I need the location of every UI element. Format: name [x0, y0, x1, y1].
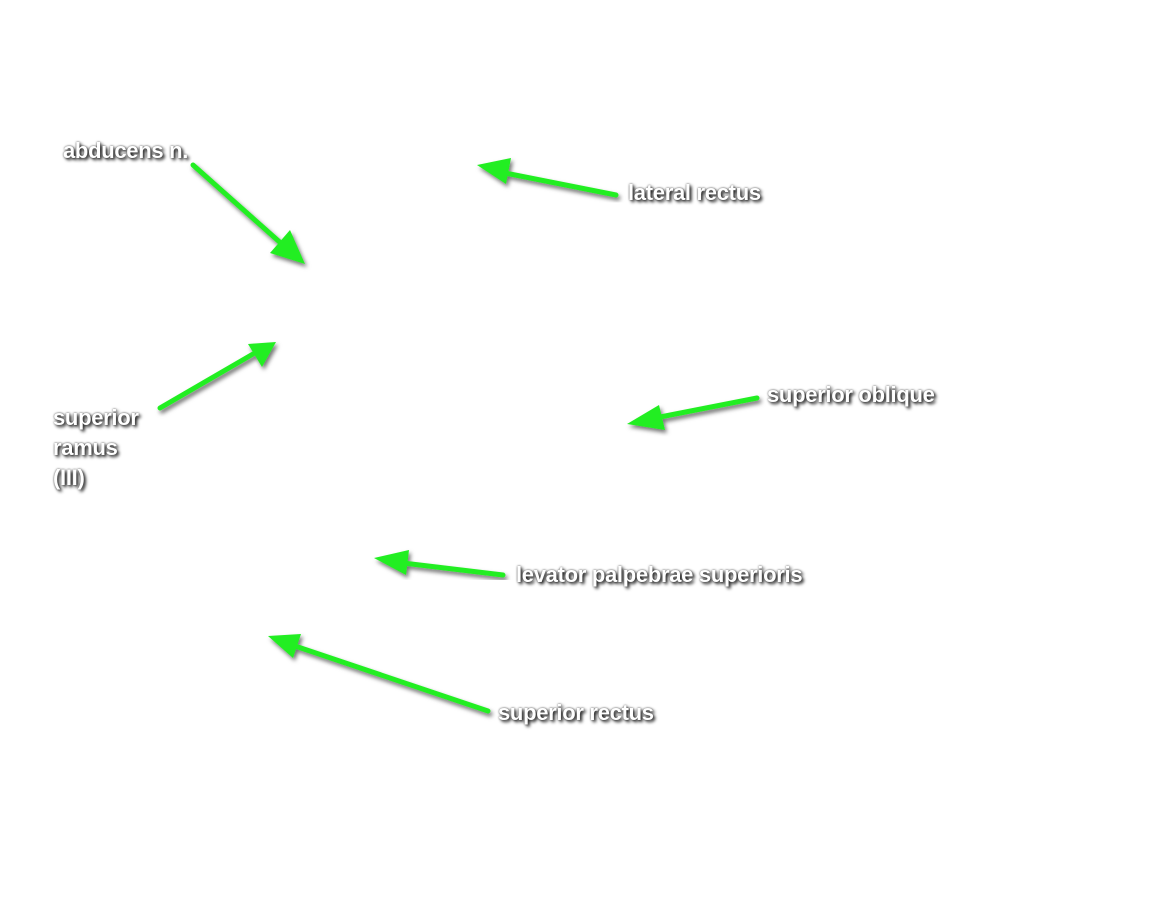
arrow-lateral-rectus [477, 158, 619, 198]
arrow-superior-rectus [268, 634, 491, 714]
arrow-levator [374, 550, 506, 578]
label-superior-oblique: superior oblique [767, 382, 935, 407]
label-lateral-rectus: lateral rectus [628, 180, 761, 205]
label-superior-ramus: superior ramus (III) [53, 403, 139, 493]
label-levator: levator palpebrae superioris [516, 562, 803, 587]
label-abducens: abducens n. [63, 138, 189, 163]
arrow-superior-ramus [157, 342, 276, 411]
label-superior-ramus-line-2: ramus [53, 435, 118, 460]
label-superior-ramus-line-1: superior [53, 405, 139, 430]
label-superior-rectus: superior rectus [498, 700, 654, 725]
arrow-superior-oblique [627, 395, 760, 430]
arrow-abducens [190, 162, 305, 264]
label-superior-ramus-line-3: (III) [53, 465, 85, 490]
